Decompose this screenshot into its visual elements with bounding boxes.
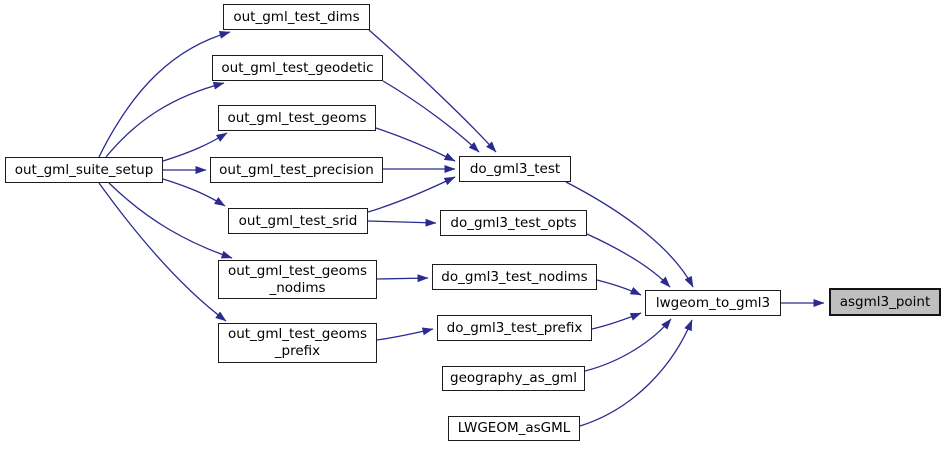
- edge-geography_as_gml-to-lwgeom_to_gml3: [584, 318, 672, 372]
- node-do-gml3-test-nodims[interactable]: do_gml3_test_nodims: [432, 264, 597, 290]
- node-out-gml-test-geoms[interactable]: out_gml_test_geoms: [218, 105, 376, 131]
- node-out-gml-test-precision[interactable]: out_gml_test_precision: [210, 157, 383, 183]
- node-lwgeom-to-gml3[interactable]: lwgeom_to_gml3: [645, 290, 781, 316]
- node-lwgeom-asgml[interactable]: LWGEOM_asGML: [448, 416, 580, 441]
- edge-do_gml3_test_opts-to-lwgeom_to_gml3: [586, 233, 671, 288]
- node-out-gml-suite-setup[interactable]: out_gml_suite_setup: [5, 157, 163, 183]
- edge-out_gml_test_dims-to-do_gml3_test: [368, 29, 497, 153]
- edge-out_gml_suite_setup-to-out_gml_test_geoms_nodims: [108, 182, 233, 259]
- node-out-gml-test-geoms-prefix[interactable]: out_gml_test_geoms _prefix: [218, 323, 377, 363]
- node-out-gml-test-geodetic[interactable]: out_gml_test_geodetic: [212, 55, 383, 81]
- edge-out_gml_test_geodetic-to-do_gml3_test: [382, 80, 480, 153]
- edge-LWGEOM_asGML-to-lwgeom_to_gml3: [579, 319, 693, 427]
- edge-out_gml_suite_setup-to-out_gml_test_dims: [98, 31, 231, 158]
- node-do-gml3-test-opts[interactable]: do_gml3_test_opts: [440, 210, 587, 236]
- edge-do_gml3_test_prefix-to-lwgeom_to_gml3: [591, 312, 642, 330]
- node-geography-as-gml[interactable]: geography_as_gml: [442, 366, 585, 391]
- edge-out_gml_suite_setup-to-out_gml_test_srid: [162, 178, 226, 207]
- node-out-gml-test-srid[interactable]: out_gml_test_srid: [228, 208, 368, 234]
- edge-out_gml_suite_setup-to-out_gml_test_geodetic: [105, 81, 225, 158]
- node-do-gml3-test-prefix[interactable]: do_gml3_test_prefix: [437, 315, 592, 341]
- edge-out_gml_test_geoms-to-do_gml3_test: [375, 127, 456, 162]
- edge-do_gml3_test-to-lwgeom_to_gml3: [565, 181, 694, 288]
- edge-out_gml_test_srid-to-do_gml3_test_opts: [367, 218, 437, 227]
- node-do-gml3-test[interactable]: do_gml3_test: [459, 156, 571, 182]
- edge-out_gml_test_geoms_prefix-to-do_gml3_test_prefix: [376, 327, 434, 341]
- node-out-gml-test-dims[interactable]: out_gml_test_dims: [223, 4, 370, 30]
- edge-out_gml_suite_setup-to-out_gml_test_geoms: [162, 132, 228, 162]
- node-out-gml-test-geoms-nodims[interactable]: out_gml_test_geoms _nodims: [218, 260, 377, 299]
- node-asgml3-point: asgml3_point: [829, 288, 941, 316]
- edge-out_gml_test_srid-to-do_gml3_test: [367, 176, 456, 213]
- edge-do_gml3_test_nodims-to-lwgeom_to_gml3: [596, 279, 642, 296]
- edge-out_gml_suite_setup-to-out_gml_test_geoms_prefix: [98, 182, 227, 322]
- edge-out_gml_test_geoms_nodims-to-do_gml3_test_nodims: [376, 274, 429, 283]
